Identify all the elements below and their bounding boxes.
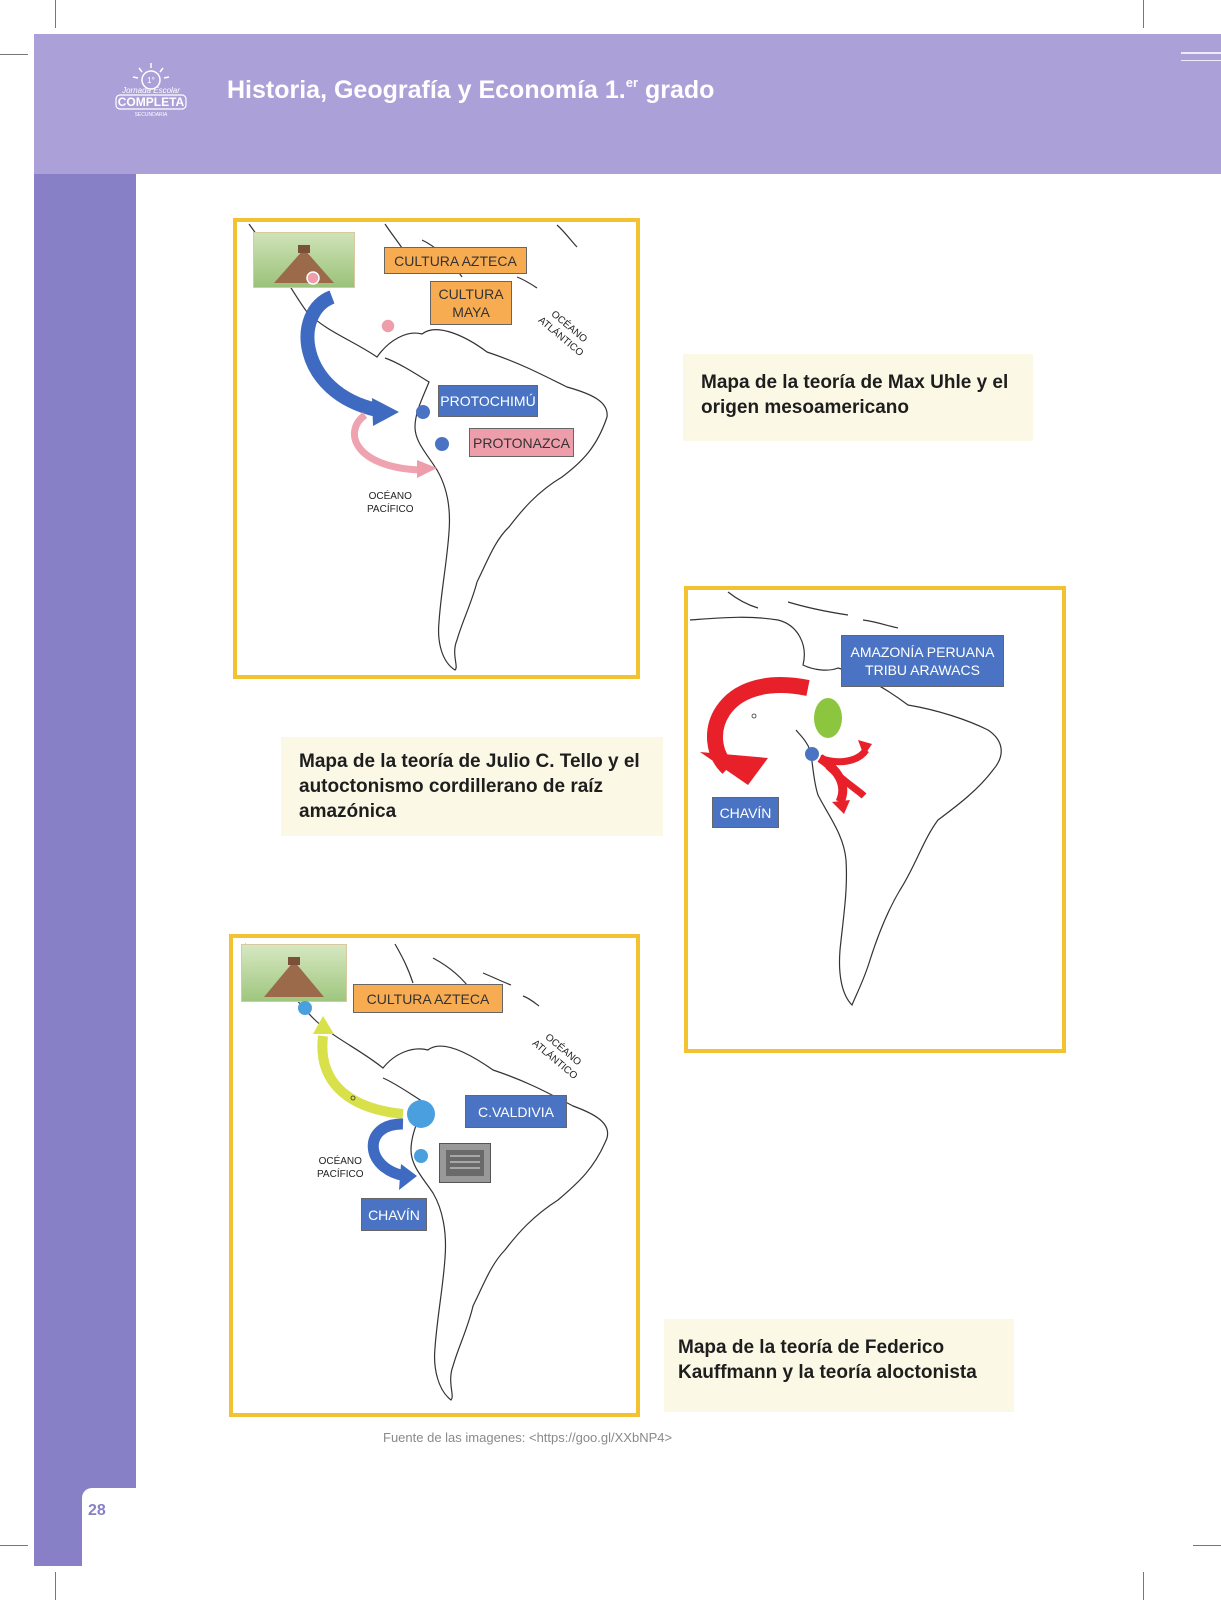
page-title: Historia, Geografía y Economía 1.er grad… xyxy=(227,74,715,104)
chavin-point xyxy=(805,747,819,761)
crop-mark xyxy=(0,1545,28,1546)
crop-mark xyxy=(55,1572,56,1600)
svg-text:1°: 1° xyxy=(147,76,155,85)
chavin-stone-image xyxy=(439,1143,491,1183)
label-oceano-pacifico: OCÉANO PACÍFICO xyxy=(367,491,414,515)
crop-mark xyxy=(0,54,28,55)
label-cultura-maya: CULTURA MAYA xyxy=(430,281,512,325)
image-source-note: Fuente de las imagenes: <https://goo.gl/… xyxy=(383,1430,673,1445)
label-chavin: CHAVÍN xyxy=(712,797,779,828)
map-uhle: CULTURA AZTECA CULTURA MAYA PROTOCHIMÚ P… xyxy=(233,218,640,679)
svg-text:COMPLETA: COMPLETA xyxy=(118,95,185,109)
label-chavin: CHAVÍN xyxy=(361,1198,427,1231)
label-protonazca: PROTONAZCA xyxy=(469,428,574,457)
amazonia-point xyxy=(814,698,842,738)
logo-icon: 1° Jornada Escolar COMPLETA SECUNDARIA xyxy=(115,63,187,118)
map-tello: AMAZONÍA PERUANA TRIBU ARAWACS CHAVÍN xyxy=(684,586,1066,1053)
sidebar-band xyxy=(34,174,136,1566)
page-header xyxy=(34,34,1221,174)
label-amazonia-peruana: AMAZONÍA PERUANA TRIBU ARAWACS xyxy=(841,635,1004,687)
caption-uhle: Mapa de la teoría de Max Uhle y el orige… xyxy=(683,354,1033,441)
label-protochimu: PROTOCHIMÚ xyxy=(438,385,538,417)
page-number: 28 xyxy=(88,1502,106,1519)
label-oceano-pacifico: OCÉANO PACÍFICO xyxy=(317,1156,364,1180)
crop-mark xyxy=(55,0,56,28)
label-c-valdivia: C.VALDIVIA xyxy=(465,1095,567,1128)
svg-text:SECUNDARIA: SECUNDARIA xyxy=(135,112,168,118)
label-cultura-azteca: CULTURA AZTECA xyxy=(353,984,503,1013)
pyramid-image xyxy=(253,232,355,288)
caption-kauffmann: Mapa de la teoría de Federico Kauffmann … xyxy=(664,1319,1014,1412)
crop-mark xyxy=(1193,1545,1221,1546)
page-number-tab xyxy=(82,1488,136,1566)
caption-tello: Mapa de la teoría de Julio C. Tello y el… xyxy=(281,737,663,836)
label-cultura-azteca: CULTURA AZTECA xyxy=(384,247,527,274)
svg-text:Jornada Escolar: Jornada Escolar xyxy=(121,86,180,95)
crop-mark xyxy=(1143,1572,1144,1600)
pyramid-image xyxy=(241,944,347,1002)
crop-mark xyxy=(1143,0,1144,28)
map-kauffmann: CULTURA AZTECA C.VALDIVIA CHAVÍN OCÉANO … xyxy=(229,934,640,1417)
